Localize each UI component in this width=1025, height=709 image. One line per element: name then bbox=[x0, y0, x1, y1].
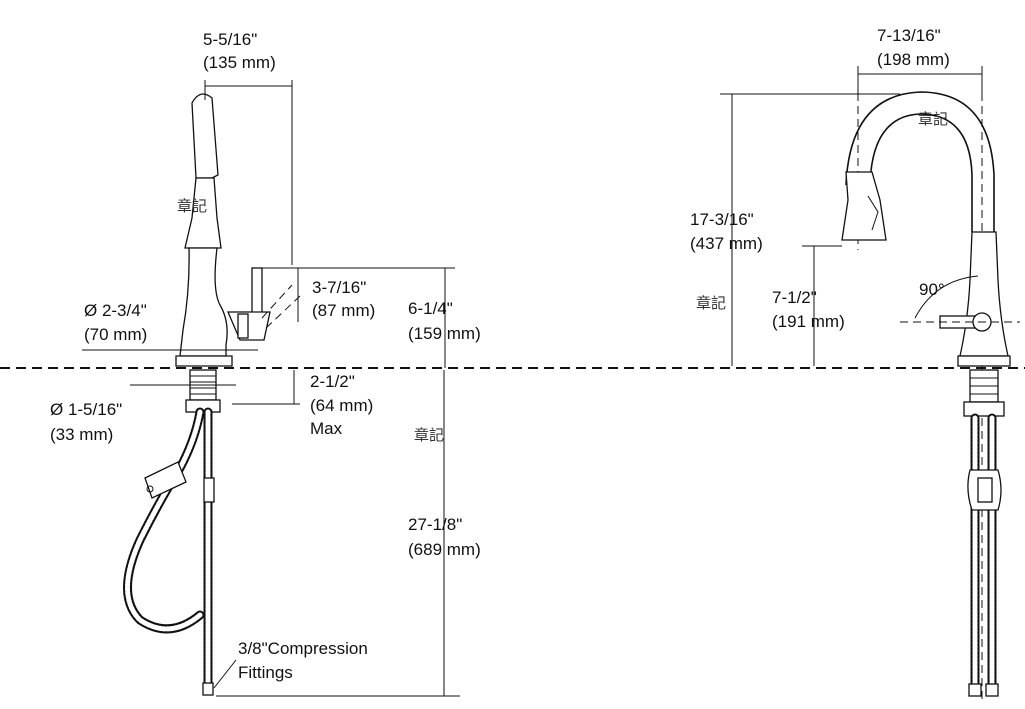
dim-deck-thickness-in: 2-1/2" bbox=[310, 372, 355, 391]
dim-spout-reach-mm: (135 mm) bbox=[203, 53, 276, 72]
side-faucet-body bbox=[179, 247, 228, 357]
dim-deck-thickness-note: Max bbox=[310, 419, 343, 438]
fittings-label-line2: Fittings bbox=[238, 663, 293, 682]
dim-spray-clearance-in: 7-1/2" bbox=[772, 288, 817, 307]
side-view: 5-5/16" (135 mm) 3-7/16" (87 mm) 6-1/4" … bbox=[50, 30, 481, 697]
dim-shank-diameter-in: Ø 1-5/16" bbox=[50, 400, 122, 419]
dim-deck-thickness-mm: (64 mm) bbox=[310, 396, 373, 415]
dim-overall-height-mm: (159 mm) bbox=[408, 324, 481, 343]
side-handle-swing bbox=[261, 284, 293, 319]
dim-spray-clearance-mm: (191 mm) bbox=[772, 312, 845, 331]
dim-handle-height-mm: (87 mm) bbox=[312, 301, 375, 320]
side-quick-connector bbox=[203, 477, 215, 503]
front-fitting-left bbox=[968, 683, 982, 697]
side-hose-weight bbox=[144, 461, 187, 499]
front-spray-head bbox=[841, 171, 887, 241]
front-mount-nut bbox=[963, 401, 1005, 417]
dim-shank-diameter-mm: (33 mm) bbox=[50, 425, 113, 444]
front-spout-inner bbox=[869, 113, 973, 232]
front-connector-clip bbox=[977, 477, 993, 503]
front-spout-outer bbox=[845, 91, 995, 232]
dim-base-diameter-in: Ø 2-3/4" bbox=[84, 301, 147, 320]
front-view: 7-13/16" (198 mm) 17-3/16" (437 mm) 7-1/… bbox=[690, 26, 1020, 700]
dim-supply-length-in: 27-1/8" bbox=[408, 515, 462, 534]
dim-spout-width-mm: (198 mm) bbox=[877, 50, 950, 69]
side-hose-weight-dot bbox=[146, 485, 154, 493]
side-handle-stem bbox=[251, 267, 263, 317]
dim-handle-height-in: 3-7/16" bbox=[312, 278, 366, 297]
side-spray-collar bbox=[184, 177, 222, 249]
fittings-label-line1: 3/8"Compression bbox=[238, 639, 368, 658]
front-faucet-body bbox=[959, 231, 1009, 357]
front-spray-button bbox=[867, 195, 879, 231]
side-spray-head bbox=[191, 93, 219, 179]
dim-total-height-in: 17-3/16" bbox=[690, 210, 754, 229]
watermark-2: 章記 bbox=[918, 110, 948, 128]
front-base bbox=[957, 355, 1011, 367]
side-spray-hose-braid bbox=[125, 409, 203, 632]
dim-base-diameter-mm: (70 mm) bbox=[84, 325, 147, 344]
fittings-leader bbox=[213, 659, 237, 689]
watermark-1: 章記 bbox=[177, 197, 207, 215]
watermark-3: 章記 bbox=[696, 294, 726, 312]
dim-overall-height-in: 6-1/4" bbox=[408, 299, 453, 318]
dim-supply-length-mm: (689 mm) bbox=[408, 540, 481, 559]
dim-handle-angle: 90° bbox=[919, 280, 945, 299]
front-fitting-right bbox=[985, 683, 999, 697]
dim-spout-reach-in: 5-5/16" bbox=[203, 30, 257, 49]
watermark-4: 章記 bbox=[414, 426, 444, 444]
side-handle-swing-2 bbox=[265, 295, 301, 329]
side-base bbox=[175, 355, 233, 367]
dim-total-height-mm: (437 mm) bbox=[690, 234, 763, 253]
side-supply-fitting bbox=[202, 682, 214, 696]
dim-spout-width-in: 7-13/16" bbox=[877, 26, 941, 45]
side-handle-cap bbox=[237, 313, 249, 339]
front-angle-arc bbox=[914, 275, 979, 319]
